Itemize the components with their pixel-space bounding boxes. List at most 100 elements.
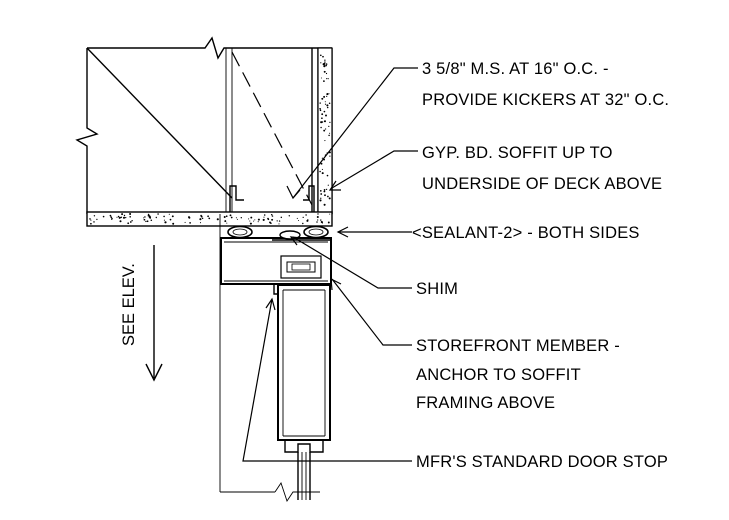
- gyp-stipple-dot: [127, 222, 130, 225]
- gyp-stipple-dot: [120, 216, 122, 219]
- gyp-stipple-dot: [90, 222, 92, 225]
- sealant-beads: [227, 225, 329, 240]
- gyp-stipple-dot: [216, 218, 219, 221]
- gyp-stipple-dot: [188, 216, 191, 219]
- gyp-stipple-dot: [322, 55, 324, 58]
- gyp-stipple-dot: [320, 193, 323, 195]
- see-elevation-label: SEE ELEV.: [120, 263, 138, 346]
- gyp-stipple-dot: [317, 219, 319, 221]
- gyp-stipple-dot: [319, 102, 321, 104]
- gyp-stipple-dot: [224, 220, 227, 223]
- gyp-stipple-dot: [324, 128, 327, 130]
- gyp-stipple-dot: [325, 114, 327, 117]
- gyp-stipple-dot: [208, 217, 211, 220]
- gyp-stipple-dot: [298, 220, 299, 221]
- gyp-stipple-dot: [323, 190, 326, 193]
- gyp-stipple-dot: [302, 216, 304, 219]
- callout-soffit-2: UNDERSIDE OF DECK ABOVE: [422, 175, 662, 193]
- gyp-stipple-dot: [327, 195, 329, 198]
- callout-storefront-3: FRAMING ABOVE: [416, 394, 555, 412]
- gyp-stipple-dot: [323, 80, 325, 82]
- gyp-stipple-dot: [93, 221, 95, 223]
- gyp-stipple-dot: [280, 216, 283, 219]
- gyp-stipple-dot: [163, 215, 165, 218]
- gyp-stipple-dot: [325, 72, 328, 75]
- gyp-stipple-dot: [249, 222, 252, 225]
- gyp-stipple-dot: [326, 104, 329, 107]
- gyp-stipple-dot: [93, 215, 96, 217]
- gyp-stipple-dot: [150, 219, 153, 221]
- gyp-stipple-dot: [323, 95, 326, 98]
- gyp-stipple-dot: [262, 218, 265, 221]
- gyp-stipple-dot: [121, 213, 124, 216]
- gyp-stipple-dot: [223, 216, 226, 218]
- gyp-stipple-dot: [230, 216, 233, 219]
- gyp-stipple-dot: [148, 216, 151, 219]
- arrowhead: [286, 185, 301, 200]
- gyp-stipple-dot: [326, 106, 329, 109]
- callout-door-stop: MFR'S STANDARD DOOR STOP: [416, 453, 668, 471]
- gyp-stipple-dot: [326, 77, 328, 80]
- gyp-stipple-dot: [225, 215, 228, 218]
- gyp-stipple-dot: [129, 213, 132, 215]
- gyp-stipple-dot: [326, 95, 328, 97]
- gyp-stipple-dot: [143, 217, 145, 219]
- gyp-stipple-dot: [329, 121, 331, 124]
- gyp-stipple-dot: [200, 215, 203, 218]
- gyp-stipple-dot: [328, 134, 330, 137]
- gyp-stipple-dot: [248, 218, 250, 220]
- gyp-stipple-dot: [235, 217, 237, 219]
- storefront-head: [220, 237, 332, 285]
- gyp-stipple-dot: [329, 155, 331, 157]
- kicker-dashed: [231, 51, 313, 206]
- door-stile: [273, 284, 331, 500]
- gyp-stipple-dot: [323, 65, 326, 68]
- gyp-stipple-dot: [325, 64, 327, 67]
- gyp-stipple-dot: [319, 199, 322, 202]
- gyp-stipple-dot: [316, 221, 318, 223]
- gyp-stipple-dot: [323, 110, 326, 113]
- gyp-stipple-dot: [319, 54, 322, 57]
- gyp-stipple-dot: [323, 120, 326, 123]
- gyp-stipple-dot: [254, 219, 256, 221]
- gyp-stipple-dot: [328, 102, 331, 105]
- gyp-stipple-dot: [110, 216, 112, 219]
- gyp-stipple-dot: [236, 218, 238, 220]
- gyp-stipple-dot: [329, 132, 331, 134]
- gyp-stipple-dot: [267, 218, 270, 221]
- soffit-framing: [75, 36, 333, 215]
- gyp-stipple-dot: [323, 129, 326, 132]
- gyp-stipple-dot: [207, 215, 209, 218]
- gyp-stipple-dot: [240, 217, 242, 219]
- gyp-stipple-dot: [327, 78, 329, 80]
- gyp-stipple-dot: [184, 221, 186, 223]
- gyp-stipple-dot: [90, 219, 92, 221]
- gyp-stipple-dot: [321, 113, 324, 116]
- callout-soffit-1: GYP. BD. SOFFIT UP TO: [422, 144, 613, 162]
- gyp-stipple-dot: [316, 215, 319, 219]
- gyp-stipple-dot: [320, 219, 322, 221]
- callout-sealant: <SEALANT-2> - BOTH SIDES: [412, 224, 640, 242]
- gyp-stipple-dot: [320, 197, 322, 199]
- gyp-stipple-dot: [118, 216, 121, 219]
- gyp-stipple-dot: [271, 218, 274, 221]
- gyp-stipple-dot: [324, 61, 326, 63]
- callout-storefront-2: ANCHOR TO SOFFIT: [416, 366, 581, 384]
- gyp-stipple-dot: [89, 218, 91, 220]
- gyp-stipple-dot: [201, 217, 204, 220]
- gyp-stipple-dot: [319, 190, 322, 192]
- gyp-stipple-dot: [321, 117, 323, 120]
- gyp-stipple-dot: [278, 220, 281, 222]
- leaders: [242, 67, 418, 462]
- gyp-stipple-dot: [168, 213, 170, 215]
- gyp-stipple-dot: [324, 194, 326, 197]
- gyp-stipple-dot: [319, 107, 321, 110]
- gyp-stipple-dot: [320, 62, 322, 64]
- see-elevation-arrow: [145, 245, 163, 382]
- gyp-stipple-dot: [288, 215, 291, 217]
- gyp-stipple-dot: [327, 221, 330, 224]
- gyp-stipple-dot: [129, 216, 131, 218]
- gyp-stipple-dot: [143, 218, 146, 221]
